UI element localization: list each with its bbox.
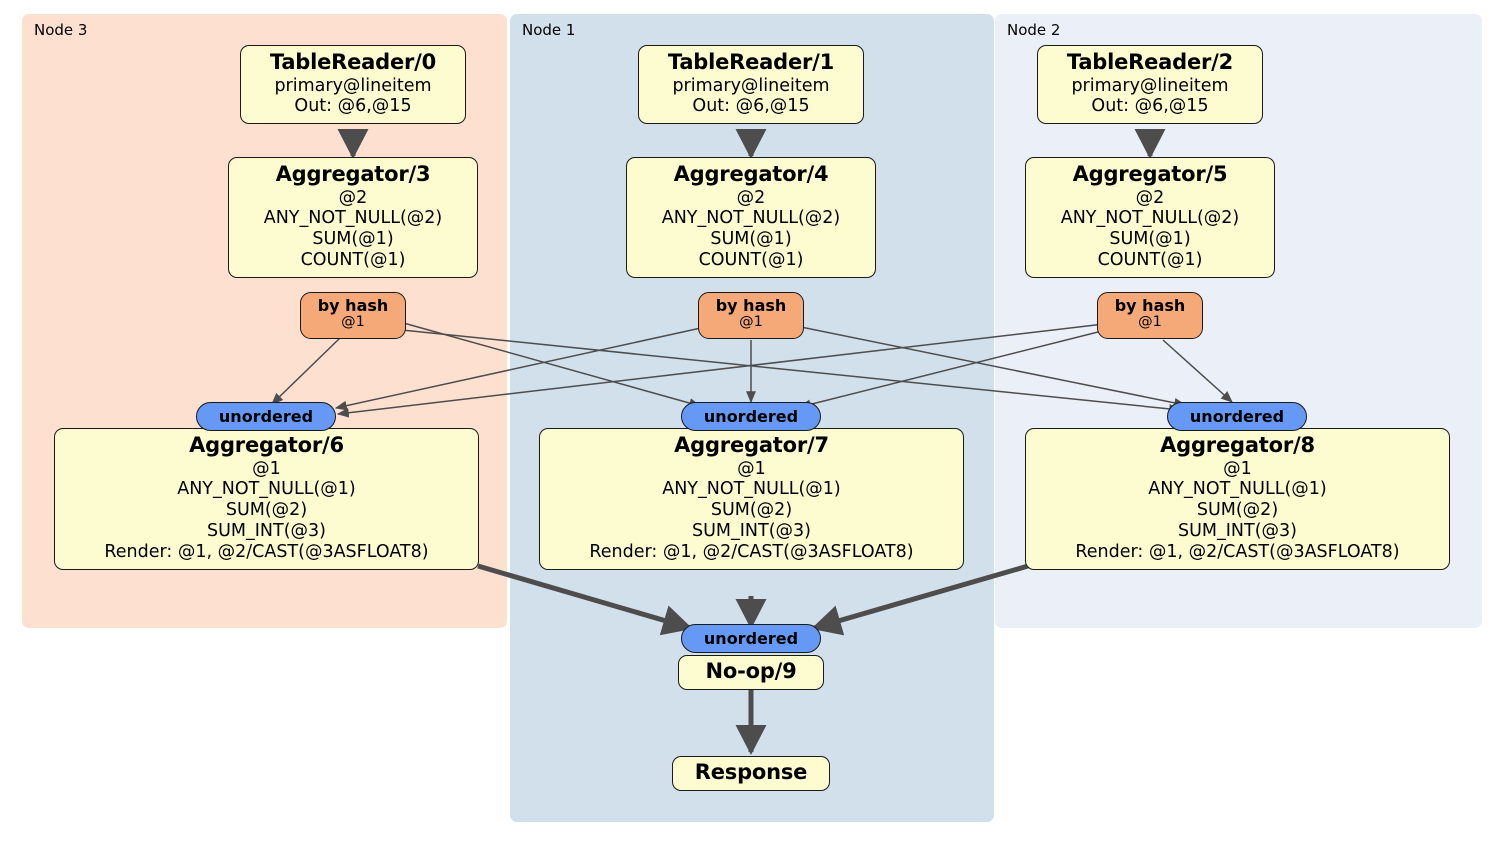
processor-line: Out: @6,@15 <box>692 96 810 117</box>
processor-line: @1 <box>252 458 281 479</box>
node-panel-label-node1: Node 1 <box>522 21 576 39</box>
router-label: by hash <box>715 296 787 315</box>
processor-line: @2 <box>1135 187 1165 208</box>
processor-title: TableReader/0 <box>269 50 437 74</box>
router-sublabel: @1 <box>739 313 763 330</box>
synchronizer-label: unordered <box>703 628 799 648</box>
synchronizer-label: unordered <box>218 406 314 426</box>
processor-line: ANY_NOT_NULL(@1) <box>177 479 356 500</box>
processor-aggregator-3[interactable]: Aggregator/3 @2 ANY_NOT_NULL(@2) SUM(@1)… <box>228 157 478 278</box>
router-label: by hash <box>317 296 389 315</box>
processor-line: @1 <box>737 458 766 479</box>
processor-line: SUM(@1) <box>1109 229 1191 250</box>
router-label: by hash <box>1114 296 1186 315</box>
processor-response[interactable]: Response <box>672 756 830 791</box>
synchronizer-unordered-6[interactable]: unordered <box>196 402 336 431</box>
processor-line: SUM_INT(@3) <box>692 521 811 542</box>
processor-table-reader-0[interactable]: TableReader/0 primary@lineitem Out: @6,@… <box>240 45 466 125</box>
processor-line: COUNT(@1) <box>300 250 406 271</box>
processor-title: No-op/9 <box>705 659 797 683</box>
processor-line: @2 <box>736 187 766 208</box>
processor-line: @2 <box>338 187 368 208</box>
processor-line: Out: @6,@15 <box>294 96 412 117</box>
processor-line: Render: @1, @2/CAST(@3ASFLOAT8) <box>589 541 914 562</box>
processor-aggregator-7[interactable]: Aggregator/7 @1 ANY_NOT_NULL(@1) SUM(@2)… <box>539 428 964 570</box>
processor-table-reader-1[interactable]: TableReader/1 primary@lineitem Out: @6,@… <box>638 45 864 125</box>
router-sublabel: @1 <box>341 313 365 330</box>
processor-line: primary@lineitem <box>672 75 830 96</box>
processor-line: primary@lineitem <box>274 75 432 96</box>
processor-title: Aggregator/8 <box>1160 433 1315 457</box>
processor-noop-9[interactable]: No-op/9 <box>678 655 824 690</box>
processor-title: TableReader/2 <box>1066 50 1234 74</box>
processor-line: SUM(@1) <box>312 229 394 250</box>
processor-line: ANY_NOT_NULL(@2) <box>263 208 443 229</box>
router-by-hash-3[interactable]: by hash @1 <box>300 292 406 339</box>
processor-line: Out: @6,@15 <box>1091 96 1209 117</box>
processor-title: Aggregator/6 <box>189 433 344 457</box>
node-panel-label-node2: Node 2 <box>1007 21 1061 39</box>
synchronizer-unordered-8[interactable]: unordered <box>1167 402 1307 431</box>
processor-title: Aggregator/5 <box>1072 162 1228 186</box>
processor-line: ANY_NOT_NULL(@1) <box>1148 479 1327 500</box>
processor-line: ANY_NOT_NULL(@2) <box>661 208 841 229</box>
processor-title: TableReader/1 <box>667 50 835 74</box>
synchronizer-unordered-final[interactable]: unordered <box>681 624 821 653</box>
processor-aggregator-8[interactable]: Aggregator/8 @1 ANY_NOT_NULL(@1) SUM(@2)… <box>1025 428 1450 570</box>
processor-line: SUM(@2) <box>710 500 793 521</box>
synchronizer-unordered-7[interactable]: unordered <box>681 402 821 431</box>
processor-line: primary@lineitem <box>1071 75 1229 96</box>
processor-title: Response <box>694 760 808 784</box>
router-by-hash-4[interactable]: by hash @1 <box>698 292 804 339</box>
processor-line: SUM_INT(@3) <box>1178 521 1297 542</box>
processor-title: Aggregator/4 <box>673 162 829 186</box>
processor-aggregator-6[interactable]: Aggregator/6 @1 ANY_NOT_NULL(@1) SUM(@2)… <box>54 428 479 570</box>
processor-line: @1 <box>1223 458 1252 479</box>
processor-line: COUNT(@1) <box>698 250 804 271</box>
router-by-hash-5[interactable]: by hash @1 <box>1097 292 1203 339</box>
processor-line: SUM(@1) <box>710 229 792 250</box>
processor-line: SUM(@2) <box>1196 500 1279 521</box>
processor-line: SUM_INT(@3) <box>207 521 326 542</box>
processor-table-reader-2[interactable]: TableReader/2 primary@lineitem Out: @6,@… <box>1037 45 1263 125</box>
processor-title: Aggregator/7 <box>674 433 829 457</box>
processor-line: ANY_NOT_NULL(@1) <box>662 479 841 500</box>
processor-line: ANY_NOT_NULL(@2) <box>1060 208 1240 229</box>
processor-aggregator-4[interactable]: Aggregator/4 @2 ANY_NOT_NULL(@2) SUM(@1)… <box>626 157 876 278</box>
processor-line: COUNT(@1) <box>1097 250 1203 271</box>
router-sublabel: @1 <box>1138 313 1162 330</box>
processor-title: Aggregator/3 <box>275 162 431 186</box>
processor-aggregator-5[interactable]: Aggregator/5 @2 ANY_NOT_NULL(@2) SUM(@1)… <box>1025 157 1275 278</box>
synchronizer-label: unordered <box>703 406 799 426</box>
synchronizer-label: unordered <box>1189 406 1285 426</box>
processor-line: Render: @1, @2/CAST(@3ASFLOAT8) <box>104 541 429 562</box>
processor-line: Render: @1, @2/CAST(@3ASFLOAT8) <box>1075 541 1400 562</box>
processor-line: SUM(@2) <box>225 500 308 521</box>
node-panel-label-node3: Node 3 <box>34 21 88 39</box>
